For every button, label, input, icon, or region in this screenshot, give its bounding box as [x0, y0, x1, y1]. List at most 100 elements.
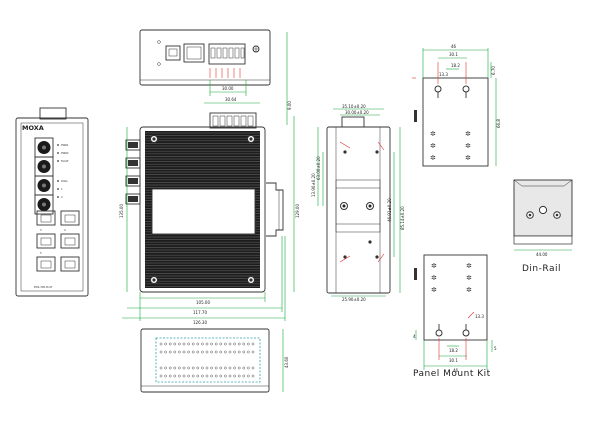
vent-hole [224, 342, 227, 346]
side-dim-1: 35.10±0.20 [342, 104, 366, 109]
vent-hole [237, 342, 241, 346]
panel-mount-bottom: ✲✲ ✲✲ ✲✲ 46 30.1 18.2 13.3 4 5 Panel Mou… [413, 254, 497, 379]
vent-hole [247, 374, 250, 378]
vent-hole [178, 350, 181, 354]
vent-hole [173, 342, 177, 346]
side-st-connectors [125, 139, 141, 205]
vent-hole [191, 342, 195, 346]
svg-text:30.1: 30.1 [449, 358, 458, 363]
svg-text:30.1: 30.1 [449, 52, 458, 57]
vent-hole [159, 374, 163, 378]
vent-hole [164, 374, 167, 378]
svg-text:✲: ✲ [465, 130, 471, 138]
main-dim-height1: 135.00 [119, 204, 124, 218]
panel-mount-kit-label: Panel Mount Kit [413, 369, 491, 379]
svg-text:✲: ✲ [431, 286, 437, 294]
vent-hole [159, 350, 163, 354]
svg-text:18.2: 18.2 [449, 348, 458, 353]
svg-text:1: 1 [61, 187, 63, 191]
vent-hole [168, 350, 172, 354]
vent-hole [187, 366, 190, 370]
vent-hole [210, 342, 213, 346]
vent-hole [201, 366, 204, 370]
svg-text:66.8: 66.8 [496, 119, 501, 128]
svg-text:✲: ✲ [465, 142, 471, 150]
vent-hole [201, 374, 204, 378]
vent-hole [173, 374, 177, 378]
side-dim-3: 25.90±0.20 [342, 297, 366, 302]
vent-hole [191, 350, 195, 354]
vent-hole [237, 374, 241, 378]
model-label: EDS-305-M-ST [34, 285, 53, 289]
top-dim-2: 30.64 [225, 97, 237, 102]
front-view: MOXA PWR1 PWR2 FAULT DIAG 1 2 [15, 107, 89, 297]
svg-text:✲: ✲ [430, 142, 436, 150]
svg-text:✲: ✲ [465, 154, 471, 162]
panel-mount-top: ✲✲ ✲✲ ✲✲ 46 30.1 18.2 13.3 6.70 66.8 [412, 44, 501, 167]
led-labels: PWR1 PWR2 FAULT DIAG 1 2 [57, 143, 69, 199]
din-rail-view: 44.00 Din-Rail [513, 179, 573, 274]
vent-hole [228, 374, 232, 378]
vent-hole [242, 366, 246, 370]
main-dim-width3: 126.30 [193, 320, 207, 325]
vent-hole [168, 366, 172, 370]
vent-hole [205, 342, 209, 346]
svg-text:4: 4 [64, 228, 66, 232]
vent-hole [168, 374, 172, 378]
vent-hole [233, 342, 236, 346]
svg-text:46: 46 [453, 368, 459, 373]
svg-text:46: 46 [451, 44, 457, 49]
vent-hole [242, 342, 246, 346]
svg-text:✲: ✲ [466, 274, 472, 282]
vent-hole [214, 350, 218, 354]
top-dim-3: 9.00 [287, 101, 292, 110]
svg-text:DIAG: DIAG [61, 179, 68, 183]
vent-hole [233, 366, 236, 370]
side-dim-6: 63.00±0.20 [316, 156, 321, 180]
vent-hole [247, 350, 250, 354]
vent-hole [228, 342, 232, 346]
svg-text:2: 2 [61, 195, 63, 199]
svg-text:5: 5 [494, 346, 497, 351]
vent-hole [173, 366, 177, 370]
svg-text:13.3: 13.3 [439, 72, 448, 77]
screw-marks: ✲✲ ✲✲ ✲✲ [430, 130, 471, 162]
vent-hole [196, 342, 200, 346]
vent-hole [191, 366, 195, 370]
vent-hole [242, 350, 246, 354]
vent-hole [164, 350, 167, 354]
vent-hole [219, 350, 223, 354]
vent-hole [228, 366, 232, 370]
vent-hole [247, 342, 250, 346]
vent-holes [159, 342, 255, 378]
svg-text:5: 5 [40, 251, 42, 255]
vent-hole [219, 342, 223, 346]
bottom-dim: 43.60 [284, 356, 289, 368]
vent-hole [251, 366, 255, 370]
fiber-port-1 [34, 137, 54, 158]
vent-hole [205, 366, 209, 370]
din-rail-dim: 44.00 [536, 252, 548, 257]
vent-hole [237, 350, 241, 354]
side-dim-4: 13.90±0.20 [311, 173, 316, 197]
vent-hole [224, 350, 227, 354]
vent-hole [187, 350, 190, 354]
vent-hole [196, 366, 200, 370]
svg-text:✲: ✲ [431, 274, 437, 282]
svg-text:6.70: 6.70 [491, 66, 496, 75]
svg-text:PWR2: PWR2 [61, 151, 69, 155]
top-dim-1: 30.00 [222, 86, 234, 91]
vent-hole [233, 374, 236, 378]
fiber-port-2 [34, 156, 54, 177]
vent-hole [182, 366, 186, 370]
svg-text:✲: ✲ [430, 130, 436, 138]
din-rail-label: Din-Rail [522, 264, 561, 274]
vent-hole [214, 374, 218, 378]
vent-hole [251, 374, 255, 378]
vent-hole [168, 342, 172, 346]
side-dim-5: 85.14±0.20 [400, 206, 405, 230]
svg-text:4: 4 [413, 334, 416, 339]
vent-hole [201, 350, 204, 354]
svg-text:PWR1: PWR1 [61, 143, 69, 147]
